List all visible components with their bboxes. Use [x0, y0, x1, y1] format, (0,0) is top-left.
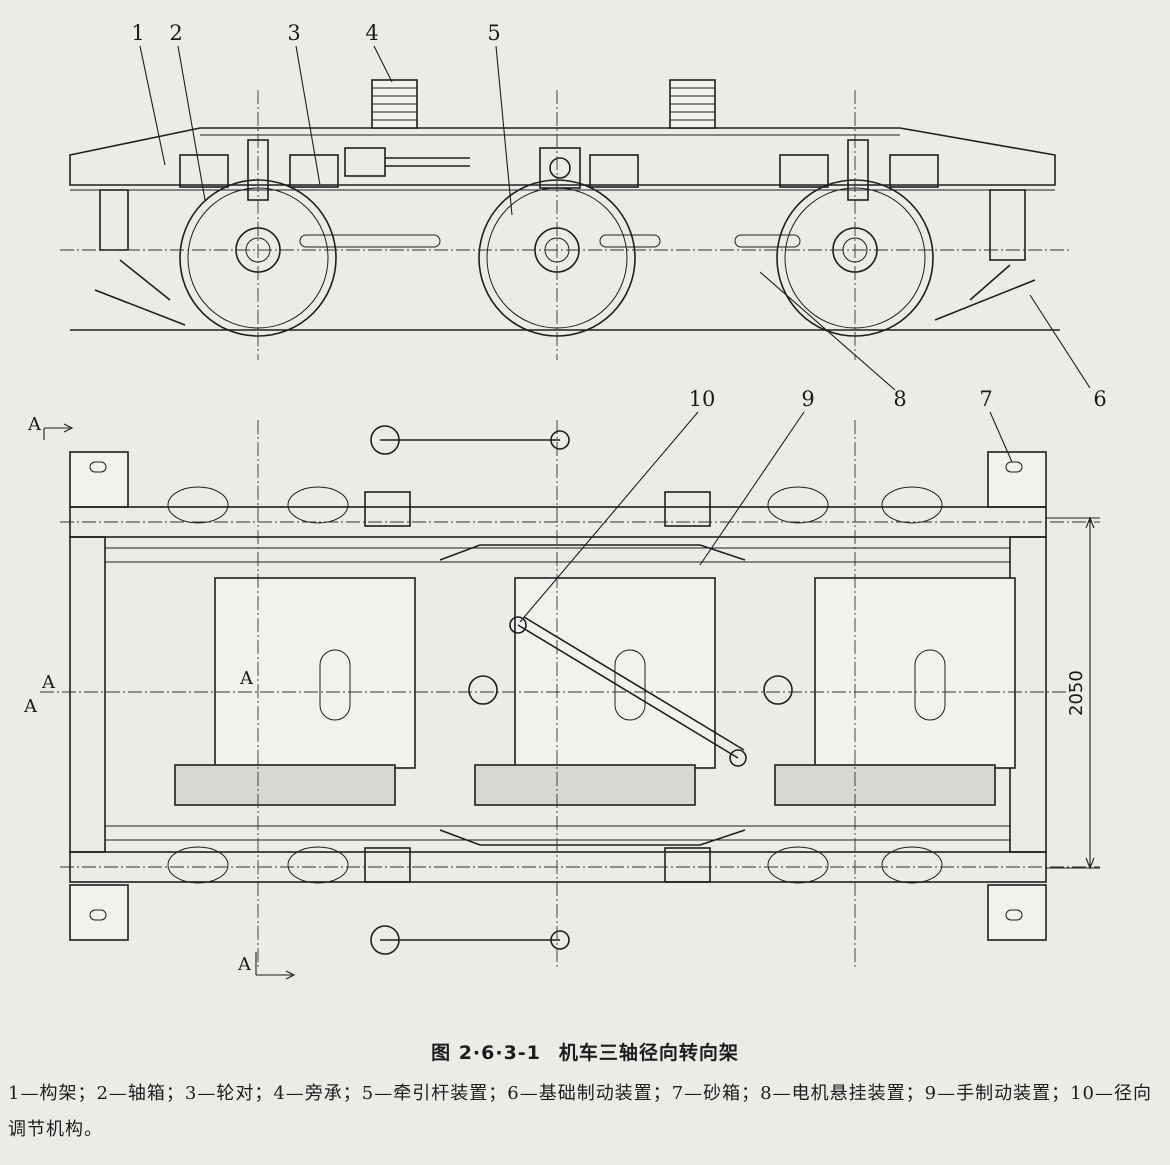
callout-1: 1 [131, 21, 144, 45]
wheelset-elevation [179, 179, 934, 337]
section-mark-mid-left-lower: A [23, 696, 38, 717]
callout-9: 9 [801, 387, 814, 411]
side-bearer [371, 79, 716, 129]
dimension-2050: 2050 [1046, 516, 1100, 870]
callout-5: 5 [487, 21, 500, 45]
section-mark-mid-center: A [239, 668, 254, 689]
callout-4: 4 [365, 21, 378, 45]
figure-number: 图 2·6·3-1 [431, 1042, 541, 1064]
section-mark-bottom: A [237, 954, 252, 975]
callout-8: 8 [893, 387, 906, 411]
figure-legend: 1—构架；2—轴箱；3—轮对；4—旁承；5—牵引杆装置；6—基础制动装置；7—砂… [8, 1076, 1158, 1148]
legend-line-2: 置；9—手制动装置；10—径向调节机构。 [8, 1083, 1152, 1140]
plan-view [40, 420, 1100, 970]
callout-10: 10 [689, 387, 716, 411]
radial-linkage [468, 616, 793, 767]
figure-title: 机车三轴径向转向架 [558, 1042, 739, 1064]
section-marks: A A A A A [23, 414, 296, 980]
callout-3: 3 [287, 21, 300, 45]
legend-line-1: 1—构架；2—轴箱；3—轮对；4—旁承；5—牵引杆装置；6—基础制动装置；7—砂… [8, 1083, 887, 1104]
section-mark-top-left: A [27, 414, 42, 435]
traction-motor [214, 577, 1016, 769]
side-elevation [60, 79, 1070, 360]
callout-6: 6 [1093, 387, 1106, 411]
sandbox [69, 451, 1047, 941]
figure-caption: 图 2·6·3-1 机车三轴径向转向架 [0, 1038, 1170, 1065]
callout-2: 2 [169, 21, 182, 45]
section-mark-mid-left-upper: A [41, 672, 56, 693]
bogie-drawing: A A A A A 2050 1 2 3 4 5 6 7 [23, 21, 1107, 980]
dimension-label: 2050 [1066, 670, 1087, 716]
callout-7: 7 [979, 387, 992, 411]
callouts: 1 2 3 4 5 6 7 8 9 10 [131, 21, 1107, 623]
